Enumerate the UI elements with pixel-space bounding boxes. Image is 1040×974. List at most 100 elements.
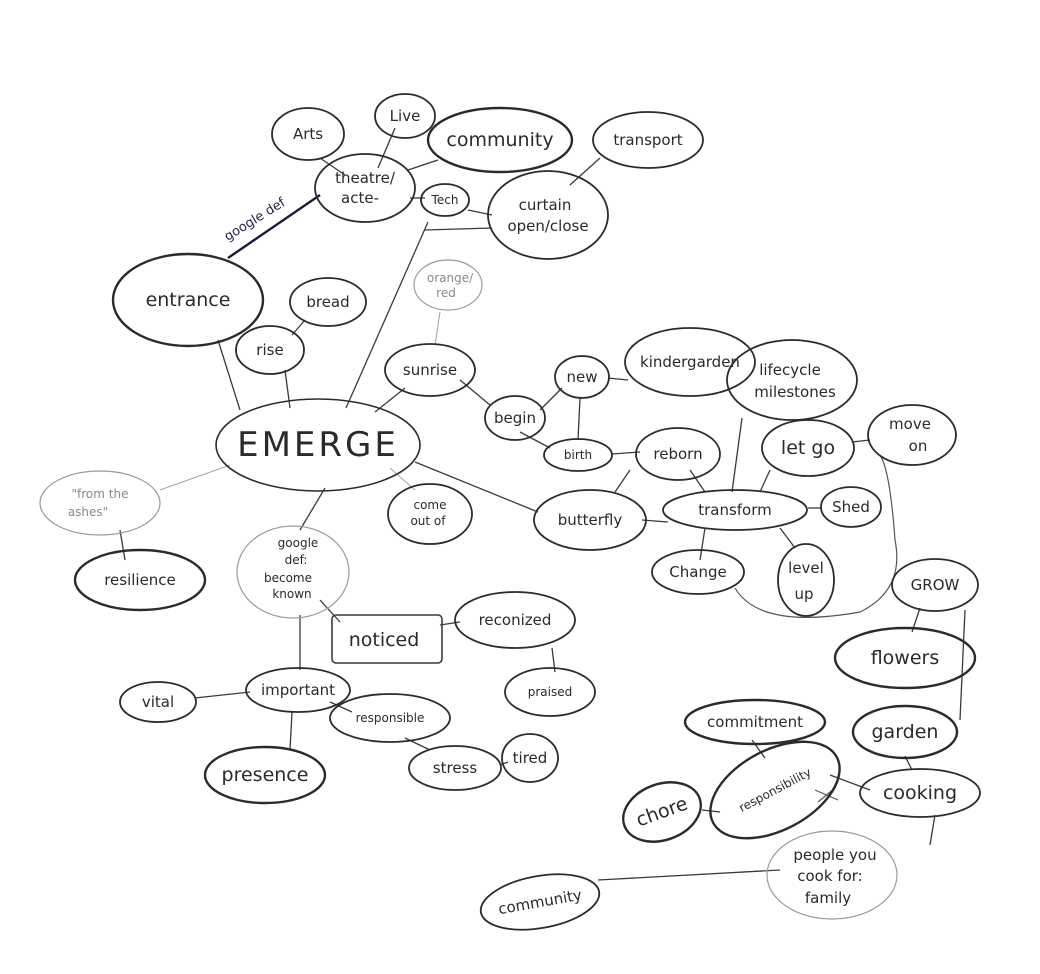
node-tired: tired (501, 733, 559, 783)
node-reborn: reborn (635, 427, 721, 481)
edge-new-kindergarden (607, 377, 629, 381)
svg-text:begin: begin (494, 409, 536, 427)
svg-text:community: community (497, 886, 584, 918)
node-theatre: theatre/ acte- (314, 153, 416, 223)
edge-googledef-noticed (319, 599, 341, 623)
edge-begin-new (539, 387, 563, 411)
node-new: new (554, 355, 610, 399)
svg-text:new: new (566, 368, 597, 386)
node-responsible: responsible (329, 693, 451, 743)
svg-text:google: google (278, 536, 319, 550)
edge-rise-emerge (284, 369, 291, 409)
edge-ashes-resilience (119, 529, 126, 561)
node-emerge: EMERGE (215, 398, 421, 492)
svg-text:def:: def: (285, 553, 308, 567)
svg-text:family: family (805, 889, 851, 907)
edge-tech-curtain-low (424, 227, 493, 231)
svg-text:commitment: commitment (707, 713, 803, 731)
svg-text:open/close: open/close (507, 217, 588, 235)
svg-text:butterfly: butterfly (558, 511, 623, 529)
node-birth: birth (543, 438, 613, 472)
svg-text:sunrise: sunrise (403, 361, 457, 379)
svg-text:praised: praised (528, 685, 573, 699)
svg-text:"from the: "from the (72, 487, 129, 501)
node-live: Live (374, 93, 436, 139)
edge-emerge-googledef (299, 487, 326, 531)
svg-text:come: come (413, 498, 446, 512)
svg-text:reborn: reborn (653, 445, 702, 463)
node-garden: garden (851, 704, 959, 760)
edge-theatre-community (407, 159, 439, 171)
svg-text:Tech: Tech (431, 193, 459, 207)
svg-text:up: up (794, 585, 813, 603)
node-flowers: flowers (833, 626, 977, 690)
svg-text:become: become (264, 571, 312, 585)
svg-text:theatre/: theatre/ (335, 169, 396, 187)
svg-text:vital: vital (142, 693, 174, 711)
svg-text:responsible: responsible (356, 711, 425, 725)
edge-lifecycle-transform (731, 417, 743, 493)
node-butterfly: butterfly (533, 489, 647, 551)
svg-text:garden: garden (872, 721, 939, 743)
svg-text:important: important (261, 681, 335, 699)
node-resilience: resilience (73, 548, 207, 612)
node-level-up: level up (777, 543, 835, 617)
node-let-go: let go (761, 419, 855, 477)
node-change: Change (651, 549, 745, 595)
edge-vital-important (194, 691, 251, 699)
svg-text:acte-: acte- (341, 189, 379, 207)
edge-theatre-emerge (345, 221, 429, 409)
svg-text:rise: rise (256, 341, 283, 359)
svg-text:Arts: Arts (293, 125, 323, 143)
node-people: people you cook for: family (766, 830, 898, 920)
svg-text:stress: stress (433, 759, 478, 777)
node-transform: transform (662, 489, 808, 531)
edge-arts-theatre (319, 157, 346, 176)
edge-orange-sunrise (434, 311, 441, 346)
svg-text:Live: Live (390, 107, 421, 125)
svg-text:bread: bread (306, 293, 349, 311)
node-begin: begin (484, 395, 546, 441)
svg-text:transform: transform (698, 501, 772, 519)
node-grow: GROW (891, 558, 979, 612)
node-rise: rise (235, 325, 305, 375)
node-important: important (245, 667, 351, 713)
svg-text:GROW: GROW (911, 576, 960, 594)
svg-text:milestones: milestones (754, 383, 836, 401)
edge-important-responsible (329, 701, 353, 713)
svg-text:reconized: reconized (479, 611, 552, 629)
edge-live-theatre (377, 127, 396, 169)
node-commitment: commitment (683, 698, 827, 746)
svg-text:orange/: orange/ (427, 271, 474, 285)
node-kindergarden: kindergarden (624, 327, 756, 397)
edge-grow-garden (959, 609, 966, 721)
svg-text:resilience: resilience (104, 571, 176, 589)
edge-entrance-emerge (217, 339, 241, 411)
svg-text:cook for:: cook for: (797, 867, 862, 885)
edge-curtain-transport (569, 157, 601, 186)
node-recognized: reconized (454, 591, 576, 649)
edge-change-loop (734, 454, 898, 618)
edge-community-people (597, 869, 781, 881)
node-transport: transport (592, 111, 704, 169)
edge-emerge-ashes (159, 464, 231, 491)
svg-text:tired: tired (513, 749, 548, 767)
edge-reborn-transform (689, 469, 706, 493)
node-community-top: community (426, 106, 574, 174)
node-from-ashes: "from the ashes" (39, 470, 161, 536)
edge-sunrise-begin (459, 379, 491, 406)
svg-text:community: community (446, 129, 553, 151)
svg-text:known: known (272, 587, 311, 601)
node-chore: chore (622, 781, 702, 843)
node-orange: orange/ red (413, 259, 483, 311)
svg-text:curtain: curtain (519, 196, 572, 214)
svg-text:move: move (889, 415, 931, 433)
edge-responsibility-cooking (829, 774, 871, 791)
edge-label-google-def: google def (222, 195, 289, 244)
svg-text:presence: presence (222, 764, 309, 786)
svg-text:flowers: flowers (871, 647, 940, 669)
edge-letgo-transform (759, 469, 771, 493)
node-shed: Shed (820, 486, 882, 528)
edge-cooking-people (929, 814, 936, 846)
